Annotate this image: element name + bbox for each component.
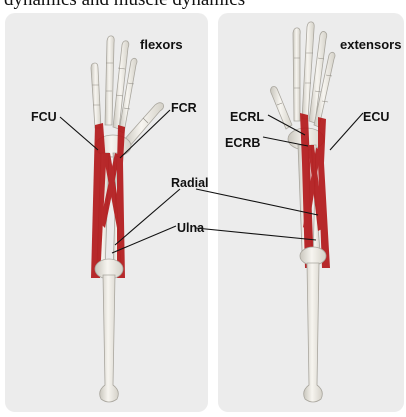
extensors-panel: extensors ECRL ECRB ECU bbox=[218, 13, 404, 412]
finger-bone bbox=[91, 63, 101, 128]
ecrl-label: ECRL bbox=[230, 110, 264, 124]
fcr-label: FCR bbox=[171, 101, 197, 115]
humerus-bone bbox=[100, 275, 119, 402]
ecu-label: ECU bbox=[363, 110, 389, 124]
radial-label: Radial bbox=[171, 176, 208, 190]
finger-bone bbox=[293, 28, 300, 121]
finger-bone bbox=[105, 36, 114, 125]
fcu-label: FCU bbox=[31, 110, 57, 124]
extensor-arm-illustration bbox=[218, 13, 404, 412]
flexor-arm-illustration bbox=[5, 13, 208, 412]
ecrb-label: ECRB bbox=[225, 136, 260, 150]
thumb-bone bbox=[271, 87, 293, 130]
thumb-bone bbox=[123, 103, 164, 147]
caption-fragment: dynamics and muscle dynamics bbox=[4, 0, 245, 11]
ulna-label: Ulna bbox=[177, 221, 204, 235]
flexors-panel: flexors FCU FCR Radial Ulna bbox=[5, 13, 208, 412]
elbow-joint bbox=[300, 247, 326, 265]
humerus-bone bbox=[304, 263, 323, 402]
flexors-title: flexors bbox=[140, 37, 183, 52]
extensors-title: extensors bbox=[340, 37, 401, 52]
